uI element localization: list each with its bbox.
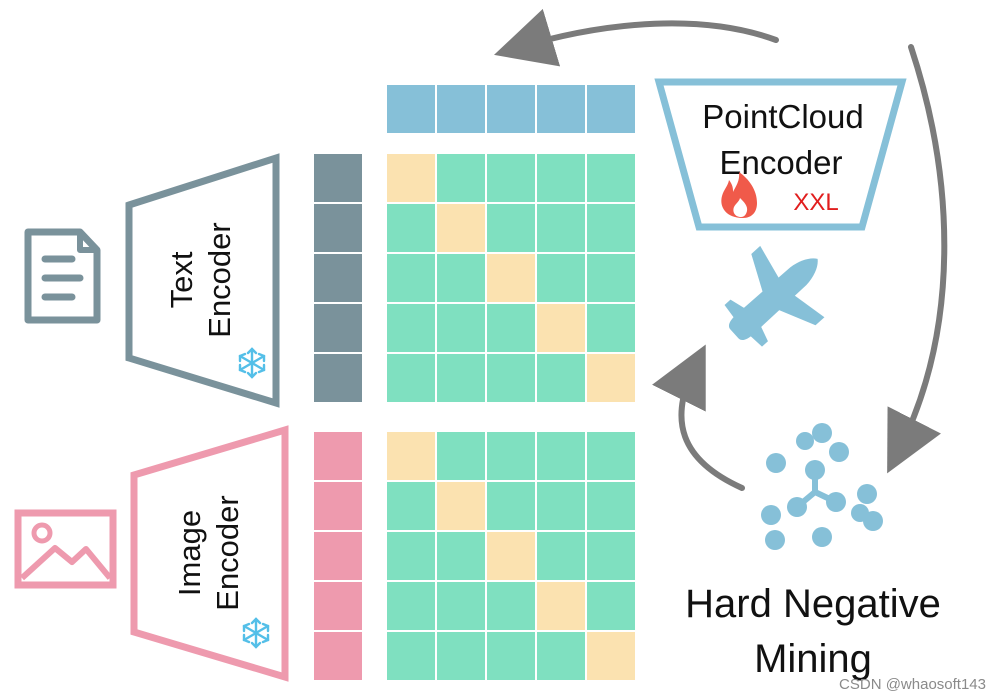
pointcloud-embedding-cell	[385, 83, 437, 135]
image-encoder-label-line2: Encoder	[210, 495, 245, 610]
image-encoder-label-line1: Image	[172, 510, 207, 596]
pointcloud-embedding-cell	[535, 83, 587, 135]
matrix-cell-negative	[485, 580, 537, 632]
matrix-cell-negative	[535, 252, 587, 304]
matrix-cell-positive	[535, 302, 587, 354]
xxl-size-tag: XXL	[793, 189, 838, 216]
text-embedding-cell	[312, 352, 364, 404]
matrix-cell-negative	[485, 630, 537, 682]
cycle-arrow-right	[887, 44, 948, 474]
image-encoder: Image Encoder	[130, 425, 289, 682]
matrix-cell-positive	[485, 252, 537, 304]
image-pointcloud-similarity-matrix	[385, 430, 637, 682]
pointcloud-embedding-row	[385, 83, 637, 135]
matrix-cell-negative	[585, 480, 637, 532]
pointcloud-embedding-cell	[485, 83, 537, 135]
matrix-cell-negative	[585, 430, 637, 482]
airplane-icon	[724, 245, 825, 347]
matrix-cell-positive	[435, 202, 487, 254]
text-encoder-label-line1: Text	[164, 251, 199, 308]
cycle-arrow-top	[494, 8, 779, 67]
matrix-cell-negative	[385, 630, 437, 682]
matrix-cell-negative	[535, 202, 587, 254]
text-encoder-label-line2: Encoder	[202, 222, 237, 337]
fire-icon	[721, 172, 757, 218]
matrix-cell-negative	[585, 302, 637, 354]
text-pointcloud-similarity-matrix	[385, 152, 637, 404]
matrix-cell-negative	[385, 202, 437, 254]
matrix-cell-negative	[435, 352, 487, 404]
hard-negative-mining-label-line2: Mining	[754, 637, 872, 681]
pointcloud-encoder: PointCloud Encoder XXL	[654, 78, 907, 231]
matrix-cell-negative	[535, 430, 587, 482]
matrix-cell-negative	[435, 252, 487, 304]
image-embedding-cell	[312, 580, 364, 632]
text-embedding-cell	[312, 302, 364, 354]
image-embedding-cell	[312, 530, 364, 582]
matrix-cell-negative	[485, 302, 537, 354]
matrix-cell-negative	[485, 152, 537, 204]
matrix-cell-negative	[385, 530, 437, 582]
point-cluster-icon	[761, 423, 883, 550]
cycle-arrow-left	[652, 344, 745, 491]
matrix-cell-negative	[385, 352, 437, 404]
matrix-cell-negative	[585, 252, 637, 304]
matrix-cell-negative	[435, 302, 487, 354]
image-embedding-cell	[312, 430, 364, 482]
matrix-cell-positive	[535, 580, 587, 632]
matrix-cell-negative	[585, 202, 637, 254]
image-embedding-cell	[312, 630, 364, 682]
text-embedding-cell	[312, 152, 364, 204]
matrix-cell-negative	[385, 580, 437, 632]
matrix-cell-positive	[435, 480, 487, 532]
matrix-cell-positive	[585, 352, 637, 404]
pointcloud-encoder-label-line2: Encoder	[720, 144, 843, 181]
watermark: CSDN @whaosoft143	[839, 676, 986, 693]
matrix-cell-negative	[535, 152, 587, 204]
matrix-cell-negative	[435, 530, 487, 582]
matrix-cell-negative	[535, 480, 587, 532]
matrix-cell-negative	[585, 530, 637, 582]
matrix-cell-negative	[385, 302, 437, 354]
image-embedding-column	[312, 430, 364, 682]
hard-negative-mining-label-line1: Hard Negative	[685, 582, 941, 626]
matrix-cell-negative	[535, 630, 587, 682]
image-icon	[14, 509, 117, 589]
matrix-cell-positive	[385, 152, 437, 204]
matrix-cell-negative	[585, 152, 637, 204]
pointcloud-encoder-label-line1: PointCloud	[702, 98, 863, 135]
matrix-cell-negative	[485, 202, 537, 254]
matrix-cell-negative	[485, 352, 537, 404]
matrix-cell-negative	[435, 430, 487, 482]
matrix-cell-negative	[385, 252, 437, 304]
matrix-cell-positive	[585, 630, 637, 682]
image-embedding-cell	[312, 480, 364, 532]
matrix-cell-negative	[585, 580, 637, 632]
matrix-cell-negative	[435, 630, 487, 682]
matrix-cell-positive	[485, 530, 537, 582]
matrix-cell-negative	[435, 580, 487, 632]
text-embedding-cell	[312, 202, 364, 254]
matrix-cell-negative	[485, 430, 537, 482]
matrix-cell-negative	[535, 530, 587, 582]
text-embedding-column	[312, 152, 364, 404]
matrix-cell-negative	[485, 480, 537, 532]
text-encoder: Text Encoder	[125, 153, 280, 408]
pointcloud-embedding-cell	[435, 83, 487, 135]
text-embedding-cell	[312, 252, 364, 304]
pointcloud-embedding-cell	[585, 83, 637, 135]
matrix-cell-negative	[535, 352, 587, 404]
matrix-cell-positive	[385, 430, 437, 482]
matrix-cell-negative	[435, 152, 487, 204]
matrix-cell-negative	[385, 480, 437, 532]
document-icon	[24, 228, 101, 324]
